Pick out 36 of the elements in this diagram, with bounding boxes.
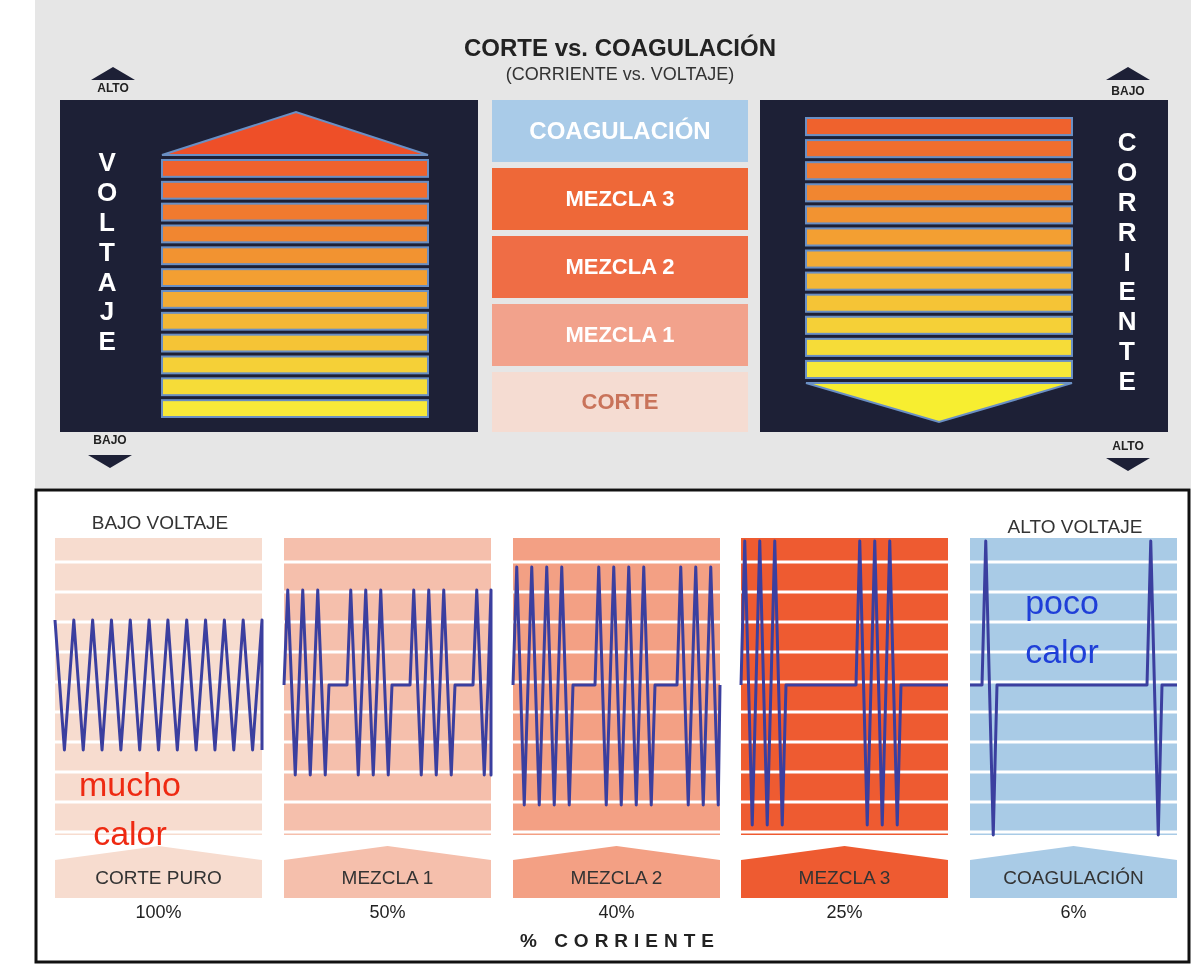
mode-name: MEZCLA 3	[798, 867, 891, 889]
mode-band	[492, 236, 748, 298]
percent-value: 100%	[134, 902, 183, 923]
label-text: BAJO	[1110, 84, 1146, 98]
label-text: ALTO	[96, 81, 130, 95]
mode-name: CORTE PURO	[95, 867, 222, 889]
label-text: BAJO VOLTAJE	[90, 512, 230, 534]
mode-name: MEZCLA 2	[570, 867, 663, 889]
axis-title: CORRIENTE	[1116, 128, 1139, 397]
mode-name: CORTE	[581, 389, 659, 415]
mode-label-tab	[284, 846, 491, 898]
label-text: BAJO	[92, 433, 128, 447]
label-text: (CORRIENTE vs. VOLTAJE)	[504, 64, 736, 85]
mode-band	[492, 100, 748, 162]
mode-name: MEZCLA 1	[341, 867, 434, 889]
percent-value: 50%	[368, 902, 407, 923]
label-text: ALTO VOLTAJE	[1006, 516, 1144, 538]
mode-name: MEZCLA 3	[565, 186, 675, 212]
label-text: ALTO	[1111, 439, 1145, 453]
mode-band	[492, 304, 748, 366]
mode-label-tab	[513, 846, 720, 898]
label-text: % CORRIENTE	[518, 930, 722, 952]
mode-label-tab	[970, 846, 1177, 898]
mode-band	[492, 168, 748, 230]
percent-value: 25%	[825, 902, 864, 923]
mode-name: COAGULACIÓN	[1003, 867, 1144, 889]
heat-note: mucho calor	[77, 764, 183, 855]
percent-value: 40%	[597, 902, 636, 923]
axis-title: VOLTAJE	[96, 148, 119, 358]
mode-name: COAGULACIÓN	[529, 117, 711, 145]
mode-label-tab	[741, 846, 948, 898]
mode-name: MEZCLA 1	[565, 322, 675, 348]
mode-name: MEZCLA 2	[565, 254, 675, 280]
title: CORTE vs. COAGULACIÓN	[463, 34, 777, 62]
mode-label-tab	[55, 846, 262, 898]
percent-value: 6%	[1059, 902, 1088, 923]
